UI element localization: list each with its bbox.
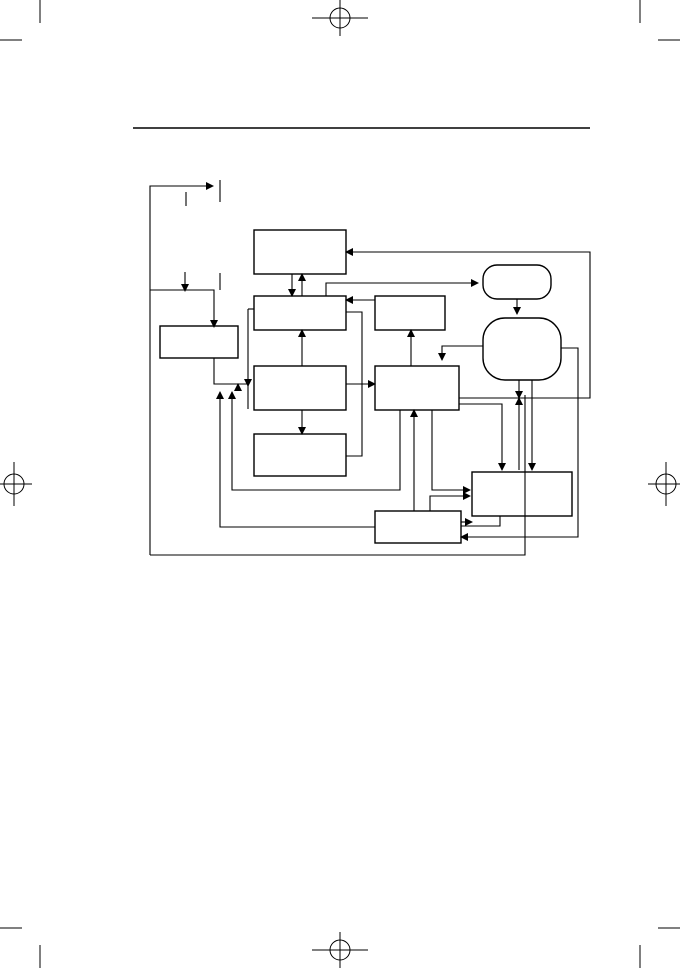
connector-bottom-middle-to-bus xyxy=(216,391,375,528)
center-box xyxy=(253,365,347,411)
connector-large-oval-to-hub xyxy=(438,345,483,361)
connector-control-right-down xyxy=(346,311,363,384)
connector-control-to-upper-oval xyxy=(325,279,479,296)
connector-large-oval-to-bottom-middle xyxy=(460,347,579,541)
lower-center-box xyxy=(253,433,347,477)
connector-outer-loop-bottom xyxy=(150,395,526,556)
connector-left-box-to-bus xyxy=(213,358,249,409)
left-box xyxy=(159,325,239,359)
connector-hub-to-bottom-right xyxy=(459,403,506,471)
connector-bottom-right-return xyxy=(461,516,501,527)
top-box xyxy=(253,229,347,275)
upper-oval xyxy=(482,264,552,300)
registration-mark-right xyxy=(648,462,680,506)
connector-outer-loop-top-out xyxy=(149,182,214,555)
registration-mark-bottom xyxy=(312,932,368,968)
connector-outer-loop-to-left-box xyxy=(150,289,218,328)
registration-mark-left xyxy=(0,462,32,506)
connector-hub-to-bottom-right-upper xyxy=(431,410,471,494)
hub-box xyxy=(374,365,460,411)
connector-lower-right-up xyxy=(346,384,363,457)
diagram-connectors xyxy=(149,180,591,556)
connector-bottom-middle-to-bottom-right xyxy=(429,492,471,511)
registration-mark-top xyxy=(312,0,368,36)
small-right-box xyxy=(374,295,446,331)
connector-hub-loop-to-bus xyxy=(228,391,401,491)
diagram-nodes xyxy=(159,229,573,544)
connector-hub-feedback-to-top xyxy=(345,248,591,399)
large-oval xyxy=(482,317,562,381)
control-box xyxy=(253,295,347,331)
bottom-right-box xyxy=(471,471,573,517)
bottom-middle-box xyxy=(374,510,462,544)
